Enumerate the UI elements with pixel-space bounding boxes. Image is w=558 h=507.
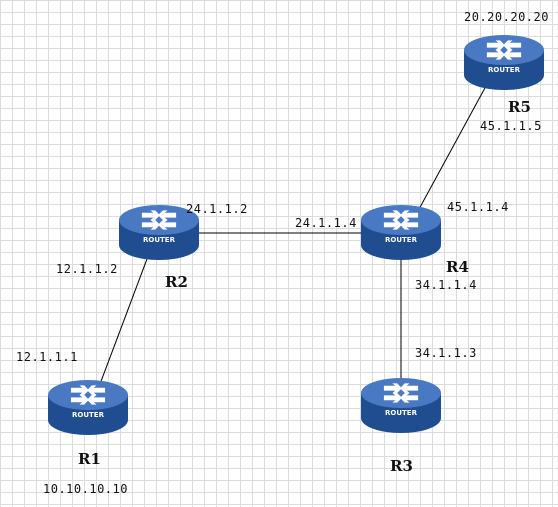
loopback-r1-label: 10.10.10.10 bbox=[43, 482, 128, 496]
router-top bbox=[361, 205, 441, 235]
router-top bbox=[48, 380, 128, 410]
router-name-r2: R2 bbox=[165, 273, 188, 291]
router-r2[interactable]: ROUTER bbox=[119, 205, 199, 260]
router-arrow-1 bbox=[486, 40, 505, 50]
ip-r5-to-r4-label: 45.1.1.5 bbox=[480, 119, 542, 133]
link-r4-r5 bbox=[417, 85, 487, 212]
router-badge-text: ROUTER bbox=[72, 411, 105, 419]
router-badge-text: ROUTER bbox=[488, 66, 521, 74]
router-top bbox=[464, 35, 544, 65]
ip-r4-to-r2-label: 24.1.1.4 bbox=[295, 216, 357, 230]
links-layer bbox=[99, 85, 487, 385]
router-badge-text: ROUTER bbox=[143, 236, 176, 244]
router-arrow-3 bbox=[486, 50, 505, 60]
router-arrows-icon bbox=[486, 40, 522, 60]
loopback-r5-label: 20.20.20.20 bbox=[464, 10, 549, 24]
ip-r2-to-r4-label: 24.1.1.2 bbox=[186, 202, 248, 216]
router-badge-text: ROUTER bbox=[385, 236, 418, 244]
ip-r3-to-r4-label: 34.1.1.3 bbox=[415, 346, 477, 360]
router-name-r4: R4 bbox=[446, 258, 469, 276]
router-top bbox=[119, 205, 199, 235]
router-arrow-2 bbox=[503, 40, 522, 50]
routers-layer: ROUTER ROUTER ROUTER ROUTER ROUTER bbox=[48, 35, 544, 435]
router-r5[interactable]: ROUTER bbox=[464, 35, 544, 90]
ip-r1-to-r2-label: 12.1.1.1 bbox=[16, 350, 78, 364]
router-name-r5: R5 bbox=[508, 98, 531, 116]
router-r1[interactable]: ROUTER bbox=[48, 380, 128, 435]
router-name-r3: R3 bbox=[390, 457, 413, 475]
link-r1-r2 bbox=[99, 250, 151, 385]
ip-r4-to-r5-label: 45.1.1.4 bbox=[447, 200, 509, 214]
ip-r4-to-r3-label: 34.1.1.4 bbox=[415, 278, 477, 292]
router-r4[interactable]: ROUTER bbox=[361, 205, 441, 260]
router-r3[interactable]: ROUTER bbox=[361, 378, 441, 433]
ip-r2-to-r1-label: 12.1.1.2 bbox=[56, 262, 118, 276]
router-badge-text: ROUTER bbox=[385, 409, 418, 417]
router-name-r1: R1 bbox=[78, 450, 101, 468]
router-arrow-4 bbox=[503, 50, 522, 60]
router-top bbox=[361, 378, 441, 408]
